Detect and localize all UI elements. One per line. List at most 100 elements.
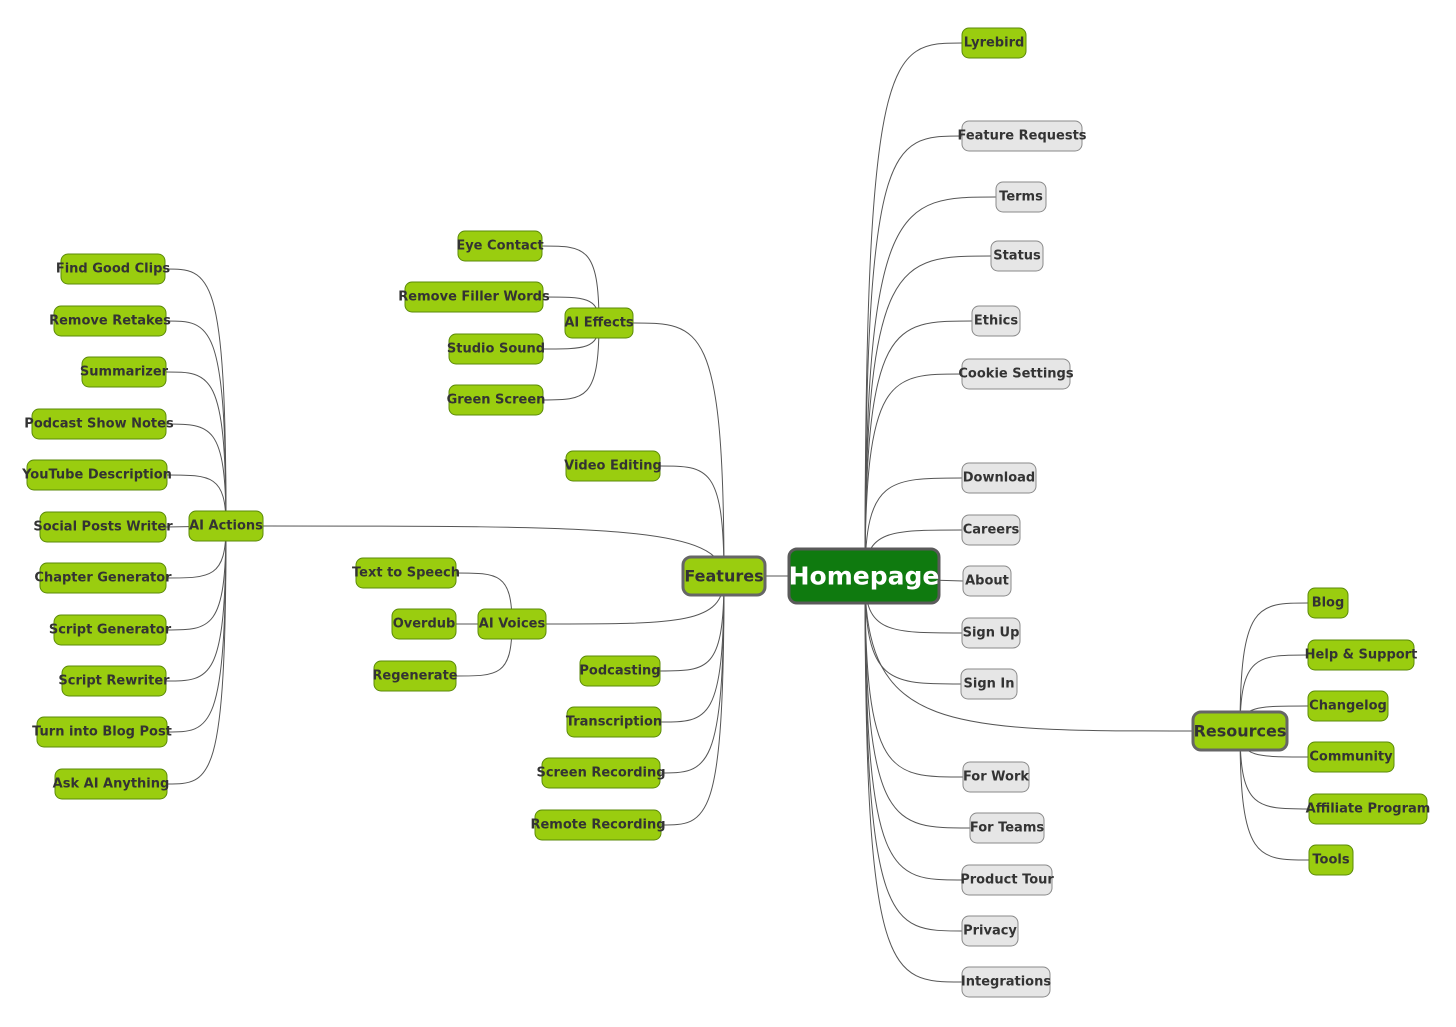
node-features[interactable]: Features [681, 555, 767, 597]
node-careers[interactable]: Careers [961, 514, 1021, 546]
node-ai-effects[interactable]: AI Effects [564, 307, 634, 339]
node-box [961, 358, 1071, 390]
node-script-generator[interactable]: Script Generator [49, 614, 172, 646]
node-status[interactable]: Status [990, 240, 1044, 272]
edge-sign-in [864, 577, 962, 685]
node-label: Remove Filler Words [398, 290, 550, 305]
edge-remove-retakes [165, 320, 227, 527]
edge-transcription [660, 577, 725, 723]
node-label: Chapter Generator [34, 571, 172, 586]
node-box [53, 305, 167, 337]
node-product-tour[interactable]: Product Tour [960, 864, 1054, 896]
node-about[interactable]: About [962, 565, 1012, 597]
edge-eye-contact [541, 245, 600, 324]
node-box [962, 565, 1012, 597]
node-label: YouTube Description [21, 468, 172, 483]
node-sign-in[interactable]: Sign In [960, 668, 1018, 700]
node-text-to-speech[interactable]: Text to Speech [352, 557, 460, 589]
node-root[interactable]: Homepage [787, 547, 941, 605]
node-label: Download [963, 471, 1035, 486]
node-podcast-show-notes[interactable]: Podcast Show Notes [24, 408, 174, 440]
node-label: Find Good Clips [56, 262, 171, 277]
node-box [565, 450, 661, 482]
node-box [961, 462, 1037, 494]
node-ai-actions[interactable]: AI Actions [188, 510, 264, 542]
edge-download [864, 477, 963, 579]
node-feature-requests[interactable]: Feature Requests [957, 120, 1087, 152]
node-box [534, 809, 662, 841]
node-video-editing[interactable]: Video Editing [564, 450, 662, 482]
node-integrations[interactable]: Integrations [961, 966, 1051, 998]
edge-tools [1239, 730, 1310, 861]
node-regenerate[interactable]: Regenerate [372, 660, 458, 692]
node-label: Tools [1312, 853, 1349, 868]
node-label: Changelog [1309, 699, 1387, 714]
node-box [960, 668, 1018, 700]
node-label: For Work [963, 770, 1029, 785]
node-for-teams[interactable]: For Teams [969, 812, 1045, 844]
node-resources[interactable]: Resources [1191, 710, 1289, 752]
node-label: Status [993, 249, 1041, 264]
node-box [448, 384, 544, 416]
node-privacy[interactable]: Privacy [961, 915, 1019, 947]
node-sign-up[interactable]: Sign Up [961, 617, 1021, 649]
node-affiliate-program[interactable]: Affiliate Program [1306, 793, 1431, 825]
node-download[interactable]: Download [961, 462, 1037, 494]
node-label: Remote Recording [530, 818, 665, 833]
edge-cookie-settings [864, 373, 963, 579]
edge-summarizer [165, 371, 227, 527]
node-box [1307, 741, 1395, 773]
node-for-work[interactable]: For Work [962, 761, 1030, 793]
node-label: Careers [963, 523, 1020, 538]
node-script-rewriter[interactable]: Script Rewriter [58, 665, 170, 697]
node-ai-voices[interactable]: AI Voices [477, 608, 547, 640]
node-screen-recording[interactable]: Screen Recording [536, 757, 666, 789]
node-changelog[interactable]: Changelog [1307, 690, 1389, 722]
node-turn-into-blog-post[interactable]: Turn into Blog Post [32, 716, 172, 748]
node-label: Eye Contact [456, 239, 543, 254]
node-help-support[interactable]: Help & Support [1305, 639, 1418, 671]
node-ask-ai-anything[interactable]: Ask AI Anything [53, 768, 170, 800]
node-box [579, 655, 661, 687]
node-ethics[interactable]: Ethics [971, 305, 1021, 337]
node-label: Help & Support [1305, 648, 1418, 663]
edge-integrations [864, 577, 963, 983]
node-remove-retakes[interactable]: Remove Retakes [49, 305, 171, 337]
node-blog[interactable]: Blog [1307, 587, 1349, 619]
node-label: Sign In [964, 677, 1015, 692]
node-eye-contact[interactable]: Eye Contact [456, 230, 544, 262]
node-summarizer[interactable]: Summarizer [80, 356, 169, 388]
node-box [355, 557, 457, 589]
node-green-screen[interactable]: Green Screen [447, 384, 546, 416]
node-box [961, 966, 1051, 998]
node-find-good-clips[interactable]: Find Good Clips [56, 253, 171, 285]
node-box [36, 716, 168, 748]
node-studio-sound[interactable]: Studio Sound [447, 333, 545, 365]
node-label: Homepage [789, 562, 940, 591]
edge-script-rewriter [165, 525, 227, 682]
node-box [962, 761, 1030, 793]
node-terms[interactable]: Terms [995, 181, 1047, 213]
node-label: Green Screen [447, 393, 546, 408]
node-label: Podcasting [579, 664, 660, 679]
node-tools[interactable]: Tools [1308, 844, 1354, 876]
node-cookie-settings[interactable]: Cookie Settings [958, 358, 1074, 390]
node-label: Privacy [963, 924, 1017, 939]
node-lyrebird[interactable]: Lyrebird [961, 27, 1027, 59]
edge-remote-recording [660, 577, 725, 826]
node-chapter-generator[interactable]: Chapter Generator [34, 562, 172, 594]
node-youtube-description[interactable]: YouTube Description [21, 459, 172, 491]
node-label: For Teams [970, 821, 1044, 836]
edge-status [864, 255, 992, 579]
edge-ai-effects [632, 322, 725, 579]
node-social-posts-writer[interactable]: Social Posts Writer [33, 511, 173, 543]
node-community[interactable]: Community [1307, 741, 1395, 773]
node-overdub[interactable]: Overdub [391, 608, 457, 640]
edge-privacy [864, 577, 963, 932]
node-transcription[interactable]: Transcription [566, 706, 662, 738]
node-remove-filler-words[interactable]: Remove Filler Words [398, 281, 550, 313]
node-podcasting[interactable]: Podcasting [579, 655, 661, 687]
edge-find-good-clips [164, 268, 227, 527]
node-box [961, 617, 1021, 649]
node-remote-recording[interactable]: Remote Recording [530, 809, 666, 841]
